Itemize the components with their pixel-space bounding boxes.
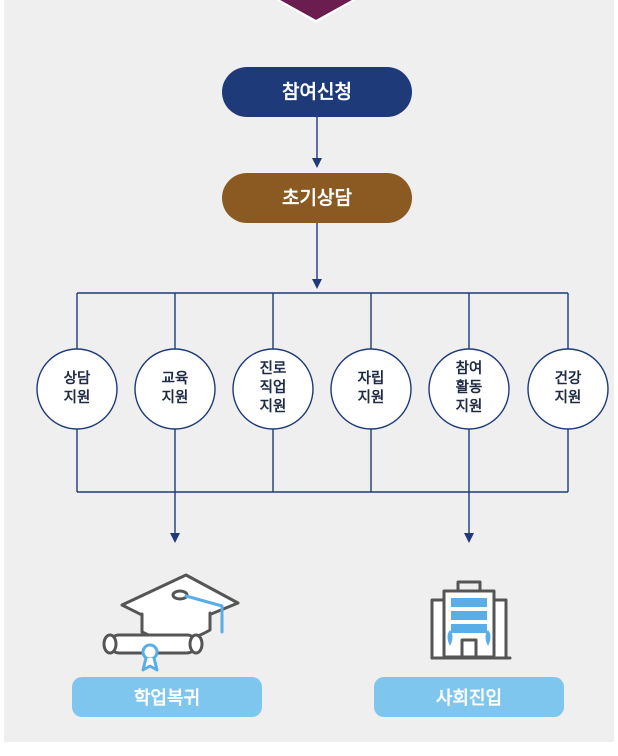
support-health: 건강 지원 [527, 348, 609, 430]
svg-text:지원: 지원 [456, 398, 483, 415]
svg-text:지원: 지원 [358, 389, 385, 406]
outcome-school: 학업복귀 [72, 677, 262, 717]
step-consult-label: 초기상담 [282, 187, 352, 209]
step-apply-label: 참여신청 [282, 81, 352, 103]
svg-text:참여: 참여 [456, 360, 483, 377]
branch-arrows [72, 293, 573, 363]
svg-text:교육: 교육 [162, 370, 189, 387]
top-tab-marker [280, 0, 352, 20]
outcome-society: 사회진입 [374, 677, 564, 717]
svg-text:건강: 건강 [555, 369, 582, 387]
svg-text:활동: 활동 [456, 378, 483, 396]
support-independence: 자립 지원 [330, 348, 412, 430]
step-consult: 초기상담 [222, 173, 412, 223]
support-circles: 상담 지원 교육 지원 진로 직업 지원 자립 지원 참여 활동 지원 건강 [36, 348, 609, 430]
svg-text:지원: 지원 [260, 398, 287, 415]
outcome-school-label: 학업복귀 [134, 687, 200, 709]
graduation-cap-diploma-icon [102, 573, 240, 672]
office-building-icon [430, 580, 512, 660]
support-activity: 참여 활동 지원 [428, 348, 510, 430]
svg-text:상담: 상담 [64, 369, 91, 387]
svg-text:지원: 지원 [162, 389, 189, 406]
svg-text:진로: 진로 [260, 360, 287, 377]
svg-text:지원: 지원 [64, 389, 91, 406]
merge-lines [76, 429, 569, 543]
outcome-society-pill [374, 677, 564, 717]
step-apply: 참여신청 [222, 67, 412, 117]
support-education: 교육 지원 [134, 348, 216, 430]
svg-text:자립: 자립 [358, 370, 385, 387]
outcome-society-label: 사회진입 [436, 687, 502, 709]
outcome-school-pill [72, 677, 262, 717]
step-apply-pill [222, 67, 412, 117]
step-consult-pill [222, 173, 412, 223]
support-counsel: 상담 지원 [36, 348, 118, 430]
support-career: 진로 직업 지원 [232, 348, 314, 430]
svg-text:지원: 지원 [555, 389, 582, 406]
svg-text:직업: 직업 [260, 378, 287, 396]
